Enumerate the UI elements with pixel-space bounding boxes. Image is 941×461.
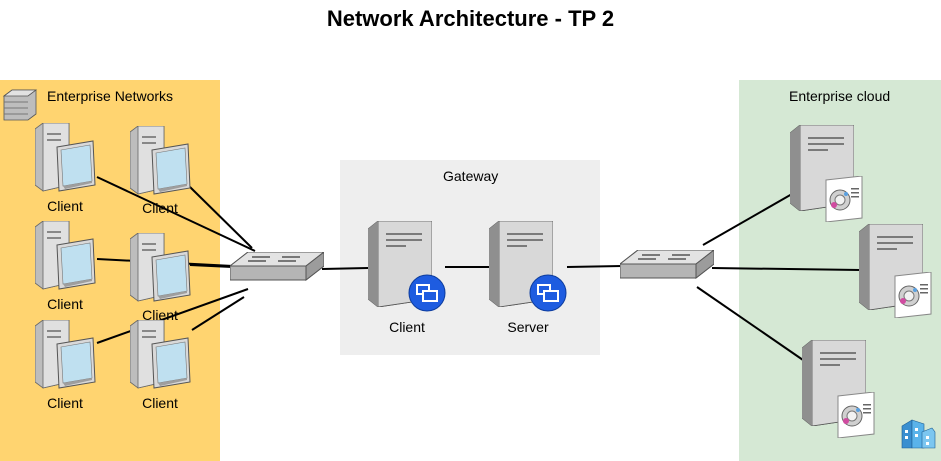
enterprise-cloud-label: Enterprise cloud [789,88,891,104]
enterprise-networks-label: Enterprise Networks [47,88,174,104]
office-buildings-icon [901,419,936,449]
client-label-3: Client [47,296,83,312]
enterprise-switch-icon[interactable] [230,252,324,281]
client-workstation-icon-4[interactable] [130,233,191,302]
client-workstation-icon-2[interactable] [130,126,191,195]
enterprise-links [96,176,861,361]
gateway-client-label: Client [389,319,425,335]
client-label-2: Client [142,200,178,216]
client-label-4: Client [142,307,178,323]
gateway-server-proxy-badge-icon [529,274,567,312]
gateway-label: Gateway [443,168,499,184]
diagram-title: Network Architecture - TP 2 [326,6,615,31]
cloud-switch-icon[interactable] [620,250,714,279]
gateway-client-proxy-badge-icon [408,274,446,312]
client-workstation-icon-3[interactable] [35,221,96,290]
client-workstation-icon-6[interactable] [130,320,191,389]
gateway-server-label: Server [507,319,549,335]
client-label-5: Client [47,395,83,411]
client-workstation-icon-1[interactable] [35,123,96,192]
client-label-1: Client [47,198,83,214]
client-label-6: Client [142,395,178,411]
cloud-application-icon-1 [825,176,863,222]
database-stack-icon [2,89,38,121]
client-workstation-icon-5[interactable] [35,320,96,389]
cloud-application-icon-3 [837,392,875,438]
cloud-application-icon-2 [894,272,932,318]
